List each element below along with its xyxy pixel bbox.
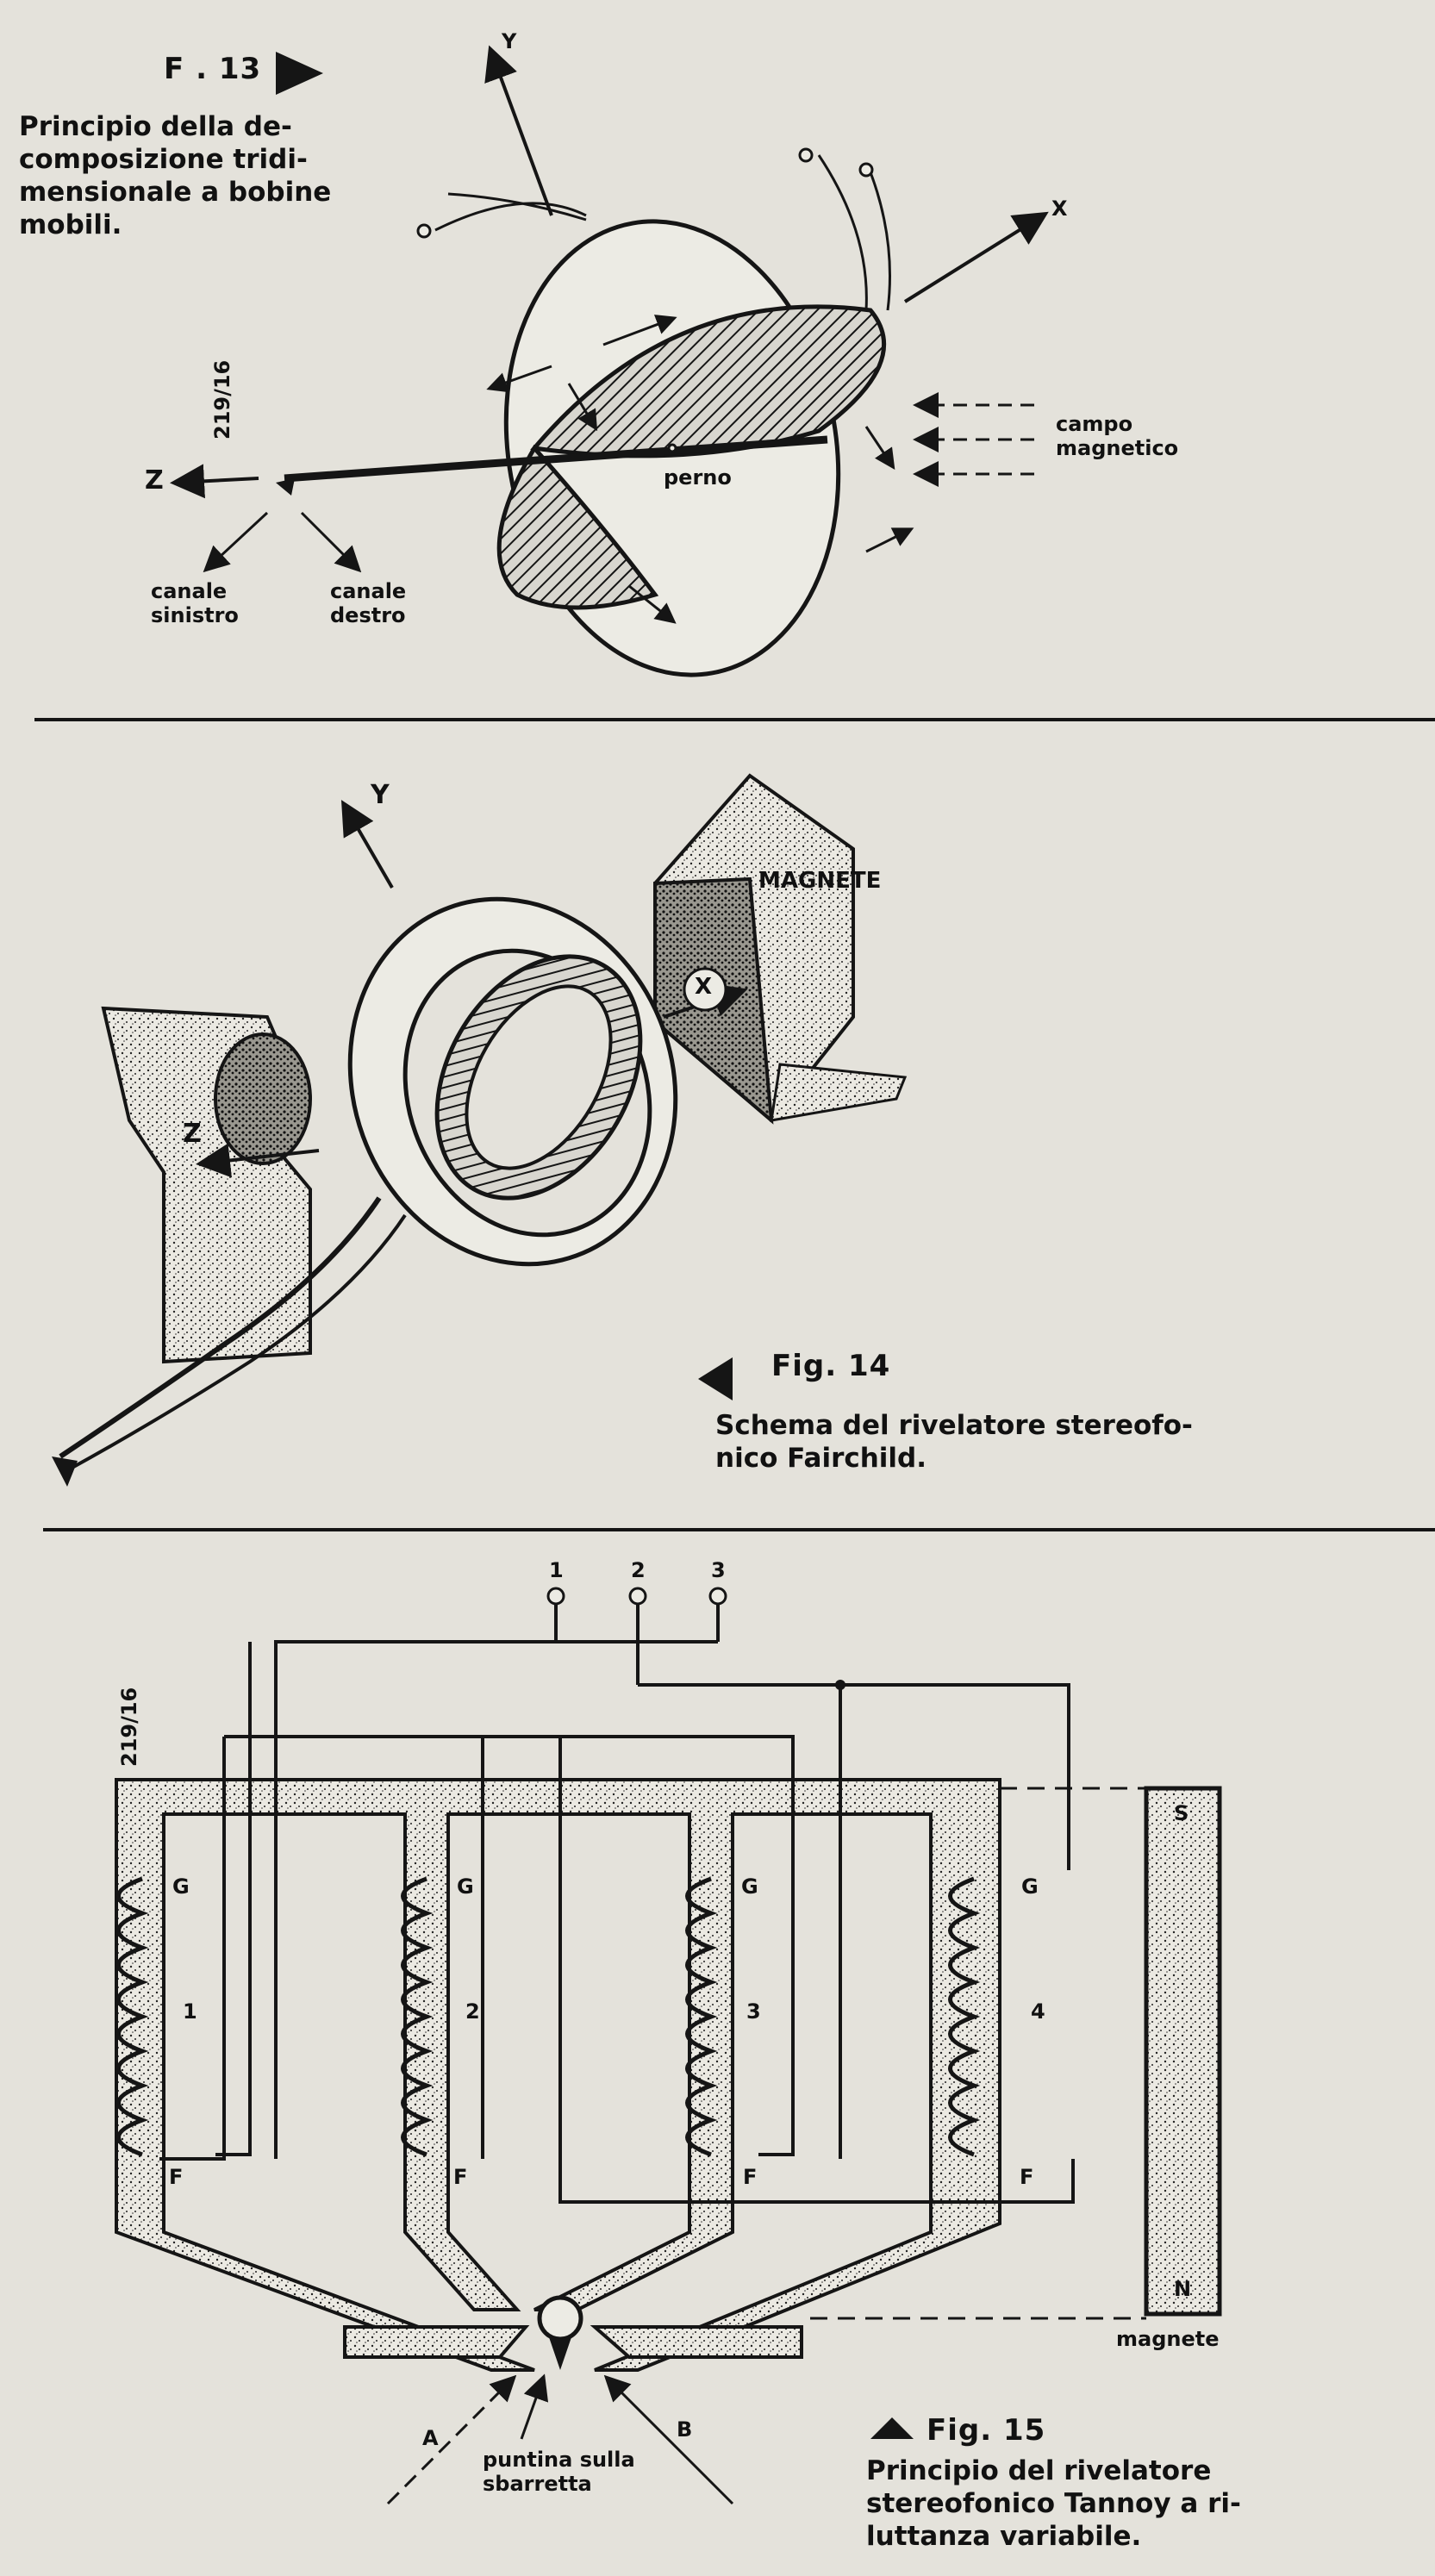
fig15-coil-windings xyxy=(116,1876,981,2157)
fig15-b-label: B xyxy=(677,2417,693,2442)
fig15-puntina-label: puntina sulla sbarretta xyxy=(483,2448,635,2496)
fig15-arrow-a xyxy=(386,2374,517,2505)
fig15-terminal-1 xyxy=(546,1587,565,1606)
fig14-y-axis-arrow xyxy=(340,800,394,889)
fig13-motion-arrow xyxy=(486,365,552,393)
fig15-diagram xyxy=(115,1587,1222,2505)
fig14-caption: Schema del rivelatore stereofo- nico Fai… xyxy=(715,1410,1193,1474)
fig13-motion-arrow xyxy=(567,383,598,432)
fig15-caption: Principio del rivelatore stereofonico Ta… xyxy=(866,2455,1241,2552)
fig15-code: 219/16 xyxy=(117,1687,141,1767)
fig13-stylus-tip xyxy=(276,478,295,496)
fig15-terminal-2-label: 2 xyxy=(631,1558,646,1582)
fig13-lead-terminal xyxy=(416,223,432,239)
fig15-terminal-3 xyxy=(708,1587,727,1606)
fig15-coil4-g: G xyxy=(1021,1874,1039,1899)
fig13-perno-label: perno xyxy=(664,465,732,490)
fig13-y-axis-arrow xyxy=(484,45,553,216)
fig13-canale-destro: canale destro xyxy=(330,579,407,627)
fig15-coil1-f: F xyxy=(169,2165,184,2189)
fig13-pointer-triangle xyxy=(276,52,323,95)
fig15-terminal-3-label: 3 xyxy=(711,1558,726,1582)
fig15-magnete-label: magnete xyxy=(1116,2327,1220,2351)
fig13-pivot-point xyxy=(667,443,677,453)
fig15-a-label: A xyxy=(422,2426,439,2450)
fig13-canale-sinistro: canale sinistro xyxy=(151,579,239,627)
fig13-z-label: Z xyxy=(145,465,164,496)
fig13-x-axis-arrow xyxy=(903,211,1049,303)
fig15-wiring xyxy=(159,1603,1075,2204)
fig13-lead-terminal xyxy=(798,147,814,163)
fig13-right-channel-arrow xyxy=(300,511,362,573)
fig14-cantilever xyxy=(59,1196,382,1459)
fig13-hatched-coil-lower xyxy=(496,444,659,610)
fig14-z-label: Z xyxy=(183,1119,202,1149)
fig13-motion-arrow xyxy=(864,426,895,470)
fig15-core xyxy=(115,1778,1001,2372)
fig15-coil2-number: 2 xyxy=(465,1999,480,2024)
fig15-pole-n: N xyxy=(1174,2277,1192,2301)
fig15-armature-right xyxy=(590,2325,803,2359)
fig13-coil-leads-left xyxy=(434,192,587,232)
fig14-x-label: X xyxy=(695,974,713,1000)
fig14-cantilever-edge xyxy=(68,1213,407,1471)
fig15-coil4-number: 4 xyxy=(1031,1999,1045,2024)
fig14-x-label-circle xyxy=(683,967,727,1012)
fig14-pole-shaded-recess xyxy=(214,1032,312,1165)
fig14-label: Fig. 14 xyxy=(771,1349,891,1383)
fig15-coil3-f: F xyxy=(743,2165,758,2189)
fig15-coil3-number: 3 xyxy=(746,1999,761,2024)
fig13-y-label: Y xyxy=(502,29,517,53)
fig15-terminal-2 xyxy=(628,1587,647,1606)
fig15-label: Fig. 15 xyxy=(927,2413,1046,2448)
fig13-diagram xyxy=(170,45,1049,677)
fig14-pointer-triangle xyxy=(698,1357,733,1400)
fig13-stylus-bar xyxy=(284,435,828,483)
fig15-magnet-bar xyxy=(1144,1786,1222,2317)
fig13-coil-leads-right xyxy=(817,154,891,311)
fig15-arrow-b xyxy=(603,2374,734,2505)
fig13-z-axis-arrow xyxy=(170,464,259,499)
fig15-coil2-g: G xyxy=(457,1874,474,1899)
fig15-pole-s: S xyxy=(1174,1801,1189,1825)
fig13-lead-terminal xyxy=(858,162,874,178)
fig13-left-channel-arrow xyxy=(203,511,269,573)
fig14-diagram xyxy=(52,773,908,1487)
fig14-magnet-foot xyxy=(770,1063,908,1122)
fig15-coil3-g: G xyxy=(741,1874,758,1899)
fig13-hatched-coil-upper xyxy=(530,304,887,458)
fig15-stylus-ball xyxy=(537,2295,583,2342)
fig14-inner-ring-hole xyxy=(465,984,613,1170)
fig13-motion-arrow xyxy=(628,584,677,624)
fig15-armature-left xyxy=(343,2325,530,2359)
fig13-campo-label: campo magnetico xyxy=(1056,412,1179,460)
fig15-terminal-1-label: 1 xyxy=(549,1558,564,1582)
fig15-junction xyxy=(835,1680,845,1690)
fig15-pointer-triangle xyxy=(870,2417,914,2439)
fig14-magnete-label: MAGNETE xyxy=(758,868,882,894)
fig13-code: 219/16 xyxy=(210,359,234,440)
fig15-coil1-g: G xyxy=(172,1874,190,1899)
fig15-stylus-tip xyxy=(549,2337,571,2370)
fig13-label: F . 13 xyxy=(164,52,262,86)
fig14-stylus-tip xyxy=(52,1456,78,1487)
fig15-coil1-number: 1 xyxy=(183,1999,197,2024)
fig15-coil4-f: F xyxy=(1020,2165,1034,2189)
fig13-x-label: X xyxy=(1051,196,1068,221)
fig13-caption: Principio della de- composizione tridi- … xyxy=(19,111,332,240)
fig14-z-axis-arrow xyxy=(196,1143,320,1178)
fig13-motion-arrow xyxy=(865,527,914,553)
fig13-motion-arrow xyxy=(602,315,677,346)
fig14-y-label: Y xyxy=(371,780,390,810)
fig15-coil2-f: F xyxy=(453,2165,468,2189)
fig15-stylus-pointer xyxy=(520,2373,549,2440)
